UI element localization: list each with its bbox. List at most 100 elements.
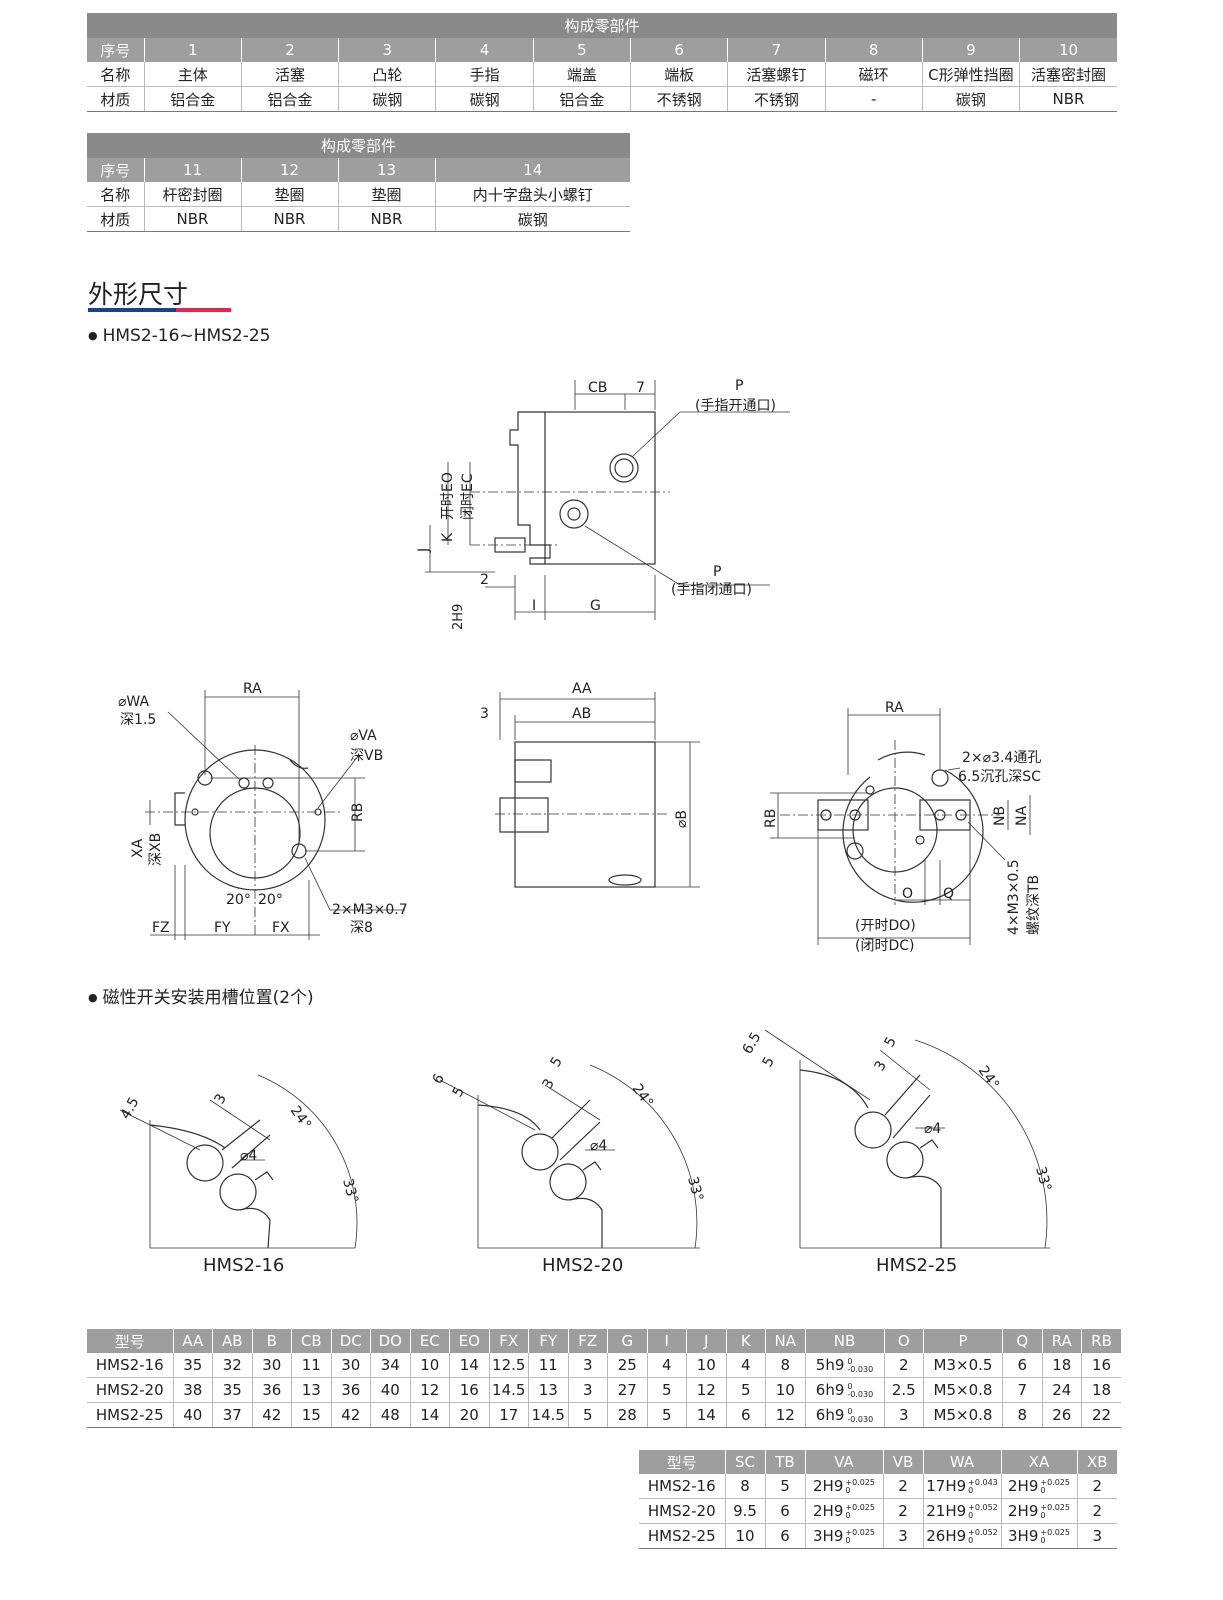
cell-value: M5×0.8 [933, 1381, 993, 1399]
cell-value: 26H9 [926, 1527, 967, 1545]
models-subtitle: HMS2-16~HMS2-25 [88, 326, 271, 346]
cell-value: 30 [341, 1356, 361, 1374]
cell-value: 6 [1017, 1356, 1028, 1374]
label-tap-depth: 螺纹深TB [1026, 875, 1042, 935]
column-header: 型号 [639, 1450, 725, 1474]
cell-value: 18 [1052, 1356, 1072, 1374]
label-na: NA [1014, 806, 1030, 826]
table-cell: 14 [686, 1402, 726, 1428]
cell-value: 12 [420, 1381, 440, 1399]
label-fx: FX [272, 920, 290, 936]
slot-ang1: 24° [287, 1103, 314, 1133]
table-cell: 36 [251, 1377, 292, 1403]
table-cell: 6 [725, 1402, 766, 1428]
column-header: EC [409, 1329, 450, 1353]
cell-value: 3 [582, 1356, 593, 1374]
slot-d: 5 [548, 1054, 566, 1070]
cell-value: 3 [1092, 1527, 1103, 1545]
table-cell: 3 [567, 1353, 608, 1378]
cell-value: 6 [780, 1527, 790, 1545]
tolerance-upper: 0 [847, 1381, 853, 1391]
table-cell: 材质 [87, 86, 145, 112]
tolerance-lower: 0 [845, 1485, 851, 1495]
table-cell: 铝合金 [143, 86, 242, 112]
table-cell: 10 [686, 1353, 726, 1378]
label-fz: FZ [152, 920, 170, 936]
cell-value: 14 [696, 1406, 716, 1424]
column-header: DO [370, 1329, 410, 1353]
cell-value: 30 [262, 1356, 282, 1374]
table-cell: 35 [212, 1377, 252, 1403]
cell-value: 2 [1092, 1477, 1103, 1495]
table-cell: 碳钢 [921, 86, 1020, 112]
table-cell: 8 [1002, 1402, 1042, 1428]
cell-value: HMS2-25 [95, 1406, 164, 1424]
table-cell: - [824, 86, 923, 112]
table-cell: 4 [725, 1353, 766, 1378]
slot-b: 5 [760, 1054, 778, 1070]
column-header: VB [882, 1450, 923, 1474]
tolerance-upper: +0.025 [1040, 1502, 1070, 1512]
cell-value: 17 [499, 1406, 519, 1424]
cell-value: 5h9 [815, 1356, 845, 1374]
cell-value: 2H9 [813, 1502, 844, 1520]
column-header: B [251, 1329, 292, 1353]
slot-model-25: HMS2-25 [876, 1255, 958, 1276]
table-cell: 垫圈 [240, 182, 338, 207]
cell-value: 27 [617, 1381, 637, 1399]
table-cell: 34 [370, 1353, 410, 1378]
tolerance-upper: 0 [847, 1406, 853, 1416]
table-cell: 3 [883, 1402, 924, 1428]
cell-value: 8 [780, 1356, 791, 1374]
table-cell: 14 [449, 1353, 489, 1378]
table-cell: 40 [172, 1402, 213, 1428]
cell-value: 10 [735, 1527, 755, 1545]
table-cell: 13 [337, 158, 435, 182]
cell-value: 42 [341, 1406, 361, 1424]
table-cell: 凸轮 [338, 62, 436, 87]
cell-value: 11 [301, 1356, 321, 1374]
table-cell: 42 [251, 1402, 292, 1428]
cell-value: 13 [301, 1381, 321, 1399]
table-cell: 18 [1081, 1377, 1121, 1403]
slot-drawing-20: 6 5 3 5 24° 33° ⌀4 [430, 1054, 706, 1249]
cell-value: 28 [617, 1406, 637, 1424]
tolerance: 0-0.030 [847, 1357, 873, 1374]
front-view-drawing: RA ⌀WA 深1.5 ⌀VA 深VB RB XA 深XB 20° 20° 2×… [118, 681, 408, 940]
tolerance-lower: 0 [968, 1510, 974, 1520]
cell-value: 8 [1017, 1406, 1028, 1424]
table-cell: NBR [143, 206, 241, 232]
cell-value: 16 [459, 1381, 479, 1399]
table-cell: 2 [883, 1353, 924, 1378]
table-cell: 26 [1041, 1402, 1082, 1428]
column-header: K [725, 1329, 766, 1353]
table-cell: 38 [172, 1377, 213, 1403]
cell-value: 38 [183, 1381, 203, 1399]
column-header: RB [1081, 1329, 1121, 1353]
tolerance-upper: +0.025 [1040, 1477, 1070, 1487]
table-cell: 36 [330, 1377, 371, 1403]
table-cell: 端板 [629, 62, 728, 87]
label-rb: RB [350, 803, 366, 822]
column-header: TB [764, 1450, 805, 1474]
tolerance-upper: +0.052 [968, 1502, 998, 1512]
cell-value: 3H9 [813, 1527, 844, 1545]
cell-value: 4 [740, 1356, 751, 1374]
table-cell: 12 [409, 1377, 450, 1403]
side-view-drawing: CB 7 P (手指开通口) P (手指闭通口) G I 2 开时EO 闭时EC… [416, 378, 790, 630]
table-cell: 20 [449, 1402, 489, 1428]
table-cell: C形弹性挡圈 [921, 62, 1020, 87]
label-j: J [416, 548, 432, 553]
